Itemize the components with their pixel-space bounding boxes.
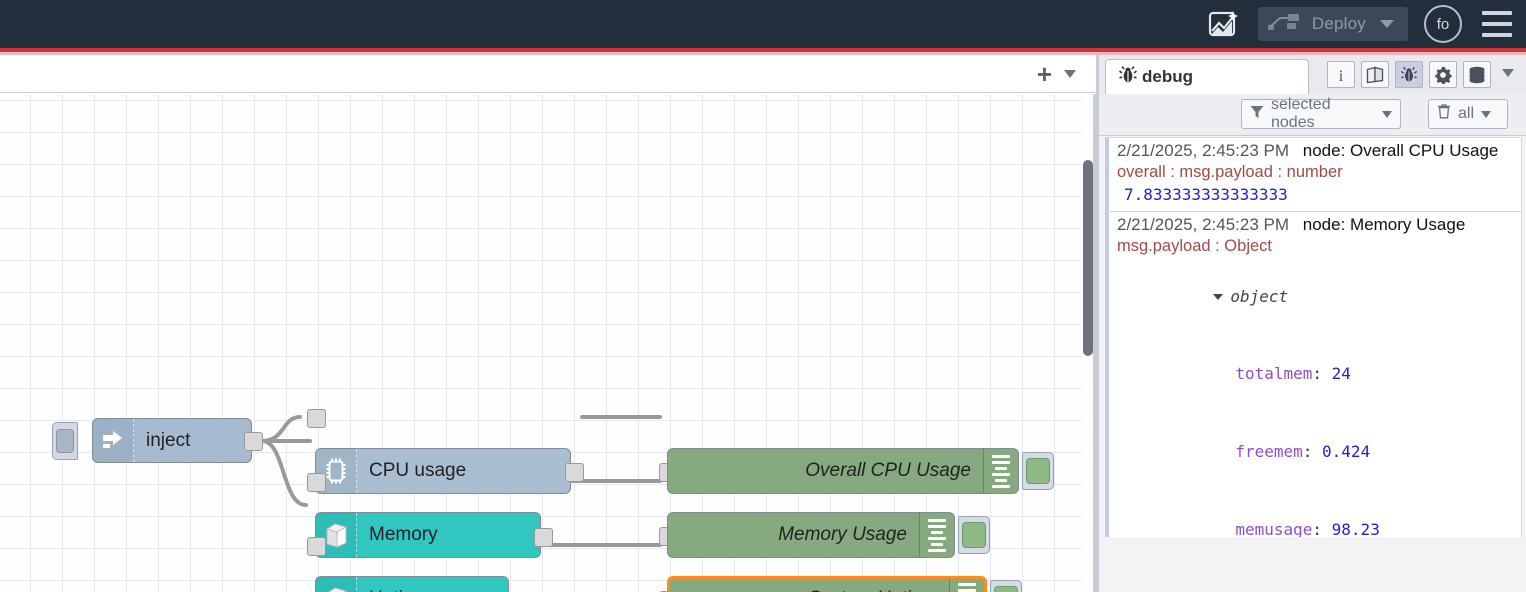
debug-lines-icon — [919, 513, 954, 557]
chevron-down-icon[interactable] — [1502, 69, 1514, 77]
debug-object-label: object — [1230, 286, 1289, 306]
debug-timestamp: 2/21/2025, 2:45:23 PM — [1117, 141, 1290, 160]
debug-object-toggle-row[interactable]: object — [1117, 258, 1515, 336]
debug-toggle-knob — [1026, 458, 1050, 484]
tab-debug-label: debug — [1142, 67, 1193, 86]
debug-message-list[interactable]: 2/21/2025, 2:45:23 PM node: Overall CPU … — [1105, 137, 1522, 537]
debug-property-value: 24 — [1331, 364, 1351, 384]
header-accent-bar — [0, 48, 1526, 52]
debug-toggle-button-overall-cpu-usage[interactable] — [1022, 452, 1054, 490]
canvas-right-border — [1093, 94, 1096, 592]
debug-toggle-button-memory-usage[interactable] — [958, 516, 990, 554]
canvas-scrollbar-thumb[interactable] — [1083, 160, 1093, 356]
debug-message[interactable]: 2/21/2025, 2:45:23 PM node: Overall CPU … — [1105, 137, 1522, 213]
debug-filter-scope-label: selected nodes — [1271, 96, 1331, 131]
debug-lines-icon — [983, 449, 1018, 493]
avatar-initials: fo — [1436, 15, 1450, 33]
bug-icon — [1118, 65, 1138, 90]
inject-trigger-button[interactable] — [52, 422, 78, 460]
node-cpu-usage[interactable]: CPU usage — [315, 448, 571, 494]
node-label: Uptime — [357, 577, 508, 592]
debug-filter-scope-button[interactable]: selected nodes — [1241, 96, 1401, 131]
library-icon[interactable] — [1361, 61, 1389, 88]
node-label: Memory — [369, 524, 438, 545]
chevron-down-icon[interactable] — [1380, 20, 1394, 28]
debug-message[interactable]: 2/21/2025, 2:45:23 PM node: Memory Usage… — [1105, 211, 1522, 537]
chevron-down-icon[interactable] — [1064, 69, 1076, 78]
debug-property-value: 98.23 — [1331, 519, 1380, 537]
port-output-cpu[interactable] — [565, 463, 584, 482]
filter-icon — [1250, 105, 1264, 124]
debug-lines-icon — [949, 579, 984, 592]
app-header: Deploy fo — [0, 0, 1526, 48]
debug-value: 7.833333333333333 — [1124, 185, 1288, 205]
flow-canvas-panel: + — [0, 55, 1096, 592]
node-debug-overall-cpu-usage[interactable]: Overall CPU Usage — [667, 448, 1019, 494]
flow-assistant-icon[interactable] — [1204, 4, 1244, 44]
debug-source-node: node: Overall CPU Usage — [1302, 141, 1499, 160]
deploy-label: Deploy — [1311, 14, 1366, 33]
port-output-inject[interactable] — [244, 432, 263, 451]
debug-topic: msg.payload : Object — [1117, 237, 1272, 256]
svg-text:i: i — [1339, 68, 1344, 84]
node-label: Overall CPU Usage — [805, 460, 971, 481]
port-input-cpu[interactable] — [307, 409, 326, 428]
server-box-icon — [316, 577, 357, 592]
debug-toggle-knob — [994, 586, 1018, 592]
debug-object-property: freemem: 0.424 — [1235, 442, 1371, 462]
node-label: Memory Usage — [778, 524, 907, 545]
debug-property-value: 0.424 — [1322, 442, 1371, 462]
port-input-memory[interactable] — [307, 473, 326, 492]
node-label: System Uptime — [670, 579, 949, 592]
debug-message-header: 2/21/2025, 2:45:23 PM node: Overall CPU … — [1117, 141, 1515, 161]
flow-tab-bar: + — [0, 55, 1096, 93]
trash-icon — [1437, 104, 1451, 124]
flow-canvas[interactable]: inject CPU usage — [0, 94, 1082, 592]
stack-icon[interactable] — [1463, 61, 1491, 88]
add-flow-button[interactable]: + — [1036, 58, 1052, 89]
deploy-button[interactable]: Deploy — [1257, 7, 1408, 41]
debug-clear-button[interactable]: all — [1428, 99, 1508, 129]
info-icon[interactable]: i — [1327, 61, 1355, 88]
gear-icon[interactable] — [1429, 61, 1457, 88]
arrow-right-icon — [93, 419, 134, 462]
debug-object-property: memusage: 98.23 — [1235, 519, 1380, 537]
debug-toggle-knob — [962, 522, 986, 548]
debug-property-key: memusage — [1235, 519, 1313, 537]
avatar[interactable]: fo — [1424, 5, 1462, 43]
caret-down-icon[interactable] — [1213, 293, 1224, 300]
port-output-memory[interactable] — [534, 528, 553, 547]
debug-property-key: freemem — [1235, 442, 1303, 462]
sidebar: debug i — [1099, 55, 1526, 592]
debug-icon[interactable] — [1395, 61, 1423, 88]
port-input-uptime[interactable] — [307, 537, 326, 556]
sidebar-divider[interactable] — [1096, 55, 1099, 592]
debug-message-header: 2/21/2025, 2:45:23 PM node: Memory Usage — [1117, 215, 1515, 235]
deploy-icon — [1267, 11, 1302, 38]
node-debug-memory-usage[interactable]: Memory Usage — [667, 512, 955, 558]
node-label: CPU usage — [369, 460, 467, 481]
node-inject[interactable]: inject — [92, 418, 252, 463]
tab-debug[interactable]: debug — [1105, 59, 1309, 94]
node-debug-system-uptime[interactable]: System Uptime — [667, 576, 987, 592]
debug-toggle-button-system-uptime[interactable] — [990, 580, 1022, 592]
node-uptime[interactable]: Uptime — [315, 576, 509, 592]
debug-timestamp: 2/21/2025, 2:45:23 PM — [1117, 215, 1290, 235]
debug-object-property: totalmem: 24 — [1235, 364, 1351, 384]
debug-filter-bar: selected nodes all — [1099, 94, 1526, 136]
sidebar-tab-row: debug i — [1099, 55, 1526, 95]
debug-topic: overall : msg.payload : number — [1117, 163, 1343, 181]
inject-button-knob — [56, 429, 74, 453]
hamburger-menu-icon[interactable] — [1482, 11, 1512, 37]
debug-source-node: node: Memory Usage — [1302, 215, 1466, 235]
debug-property-key: totalmem — [1235, 364, 1313, 384]
chevron-down-icon[interactable] — [1481, 110, 1492, 118]
node-label: inject — [146, 429, 191, 451]
node-memory[interactable]: Memory — [315, 512, 541, 558]
chevron-down-icon[interactable] — [1382, 110, 1392, 118]
debug-clear-label: all — [1458, 105, 1475, 122]
header-accent-bar-light — [0, 52, 1526, 55]
